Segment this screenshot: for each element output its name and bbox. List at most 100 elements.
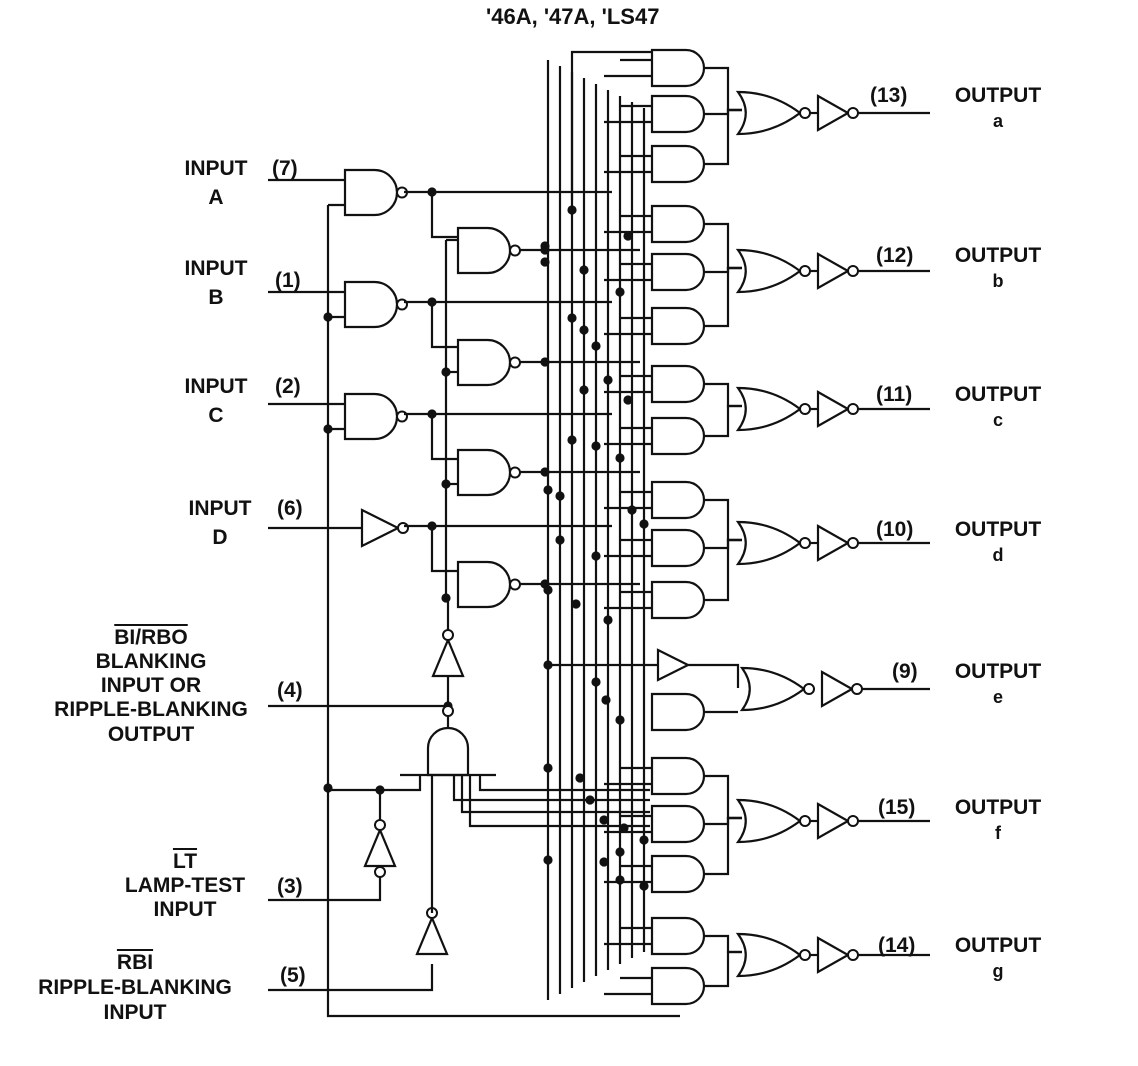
inversion-bubble [509,466,521,479]
output-d-pin: (10) [876,518,914,541]
wire [704,108,742,166]
segment-f-and-gate-1 [650,756,706,796]
junction-dot [323,312,333,322]
segment-e-and-gate [650,692,706,732]
junction-dot [615,847,625,857]
inverter-lt [363,827,397,868]
junction-dot [543,855,553,865]
junction-dot [543,585,553,595]
junction-dot [615,287,625,297]
inversion-bubble [847,403,859,415]
inversion-bubble [799,949,811,961]
wire [704,774,742,820]
junction-dot [623,231,633,241]
junction-dot [639,881,649,891]
bi-rbo-label: BI/RBO BLANKING INPUT OR RIPPLE-BLANKING… [54,626,248,746]
wire [704,950,742,988]
segment-b-nor-gate [735,248,802,294]
wire [704,498,742,542]
inversion-bubble [799,815,811,827]
wire [460,776,650,814]
nand-gate-bc [456,338,512,387]
segment-b-output-inverter [816,252,851,290]
inversion-bubble [799,265,811,277]
segment-e-buffer [656,648,691,682]
inverter-d [360,508,401,548]
junction-dot [619,823,629,833]
segment-d-output-inverter [816,524,851,562]
junction-dot [585,795,595,805]
nand-gate-cd [456,448,512,497]
segment-a-nor-gate [735,90,802,136]
junction-dot [555,535,565,545]
segment-d-and-gate-2 [650,528,706,568]
wire [430,192,458,239]
wire [704,66,742,112]
junction-dot [615,715,625,725]
junction-dot [591,551,601,561]
lt-pin: (3) [277,875,303,898]
and-gate-blanking [426,726,470,777]
inversion-bubble [442,705,454,717]
segment-b-and-gate-3 [650,306,706,346]
junction-dot [599,857,609,867]
nand-gate-a [343,168,399,217]
junction-dot [575,773,585,783]
junction-dot [599,815,609,825]
output-g-pin: (14) [878,934,916,957]
wire [704,222,742,270]
output-e-pin: (9) [892,660,918,683]
inversion-bubble [509,356,521,369]
wire [704,538,742,602]
input-c-pin: (2) [275,375,301,398]
lt-input-wire [268,870,382,902]
segment-a-and-gate-2 [650,94,706,134]
segment-g-and-gate-2 [650,966,706,1006]
junction-dot [615,875,625,885]
wire [430,414,458,461]
segment-b-and-gate-2 [650,252,706,292]
lt-label: LT LAMP-TEST INPUT [124,850,246,922]
segment-c-output-inverter [816,390,851,428]
junction-dot [571,599,581,609]
input-d-pin: (6) [277,497,303,520]
inversion-bubble [397,522,409,534]
rbi-pin: (5) [280,964,306,987]
junction-dot [591,441,601,451]
output-a-pin: (13) [870,84,908,107]
inversion-bubble [799,107,811,119]
segment-f-and-gate-3 [650,854,706,894]
segment-f-nor-gate [735,798,802,844]
nand-gate-b [343,280,399,329]
junction-dot [591,677,601,687]
segment-c-nor-gate [735,386,802,432]
inversion-bubble [799,537,811,549]
inverter-bi [431,637,465,678]
inversion-bubble [374,819,386,831]
junction-dot [540,241,550,251]
junction-dot [441,593,451,603]
segment-g-output-inverter [816,936,851,974]
inversion-bubble [803,683,815,695]
wire [430,526,458,573]
junction-dot [579,385,589,395]
rbi-input-wire [268,964,434,992]
wire [704,934,742,954]
junction-dot [627,505,637,515]
inversion-bubble [847,815,859,827]
segment-a-and-gate-3 [650,144,706,184]
wire [688,663,740,688]
output-b-pin: (12) [876,244,914,267]
input-b-pin: (1) [275,269,301,292]
junction-dot [623,395,633,405]
nand-gate-c [343,392,399,441]
